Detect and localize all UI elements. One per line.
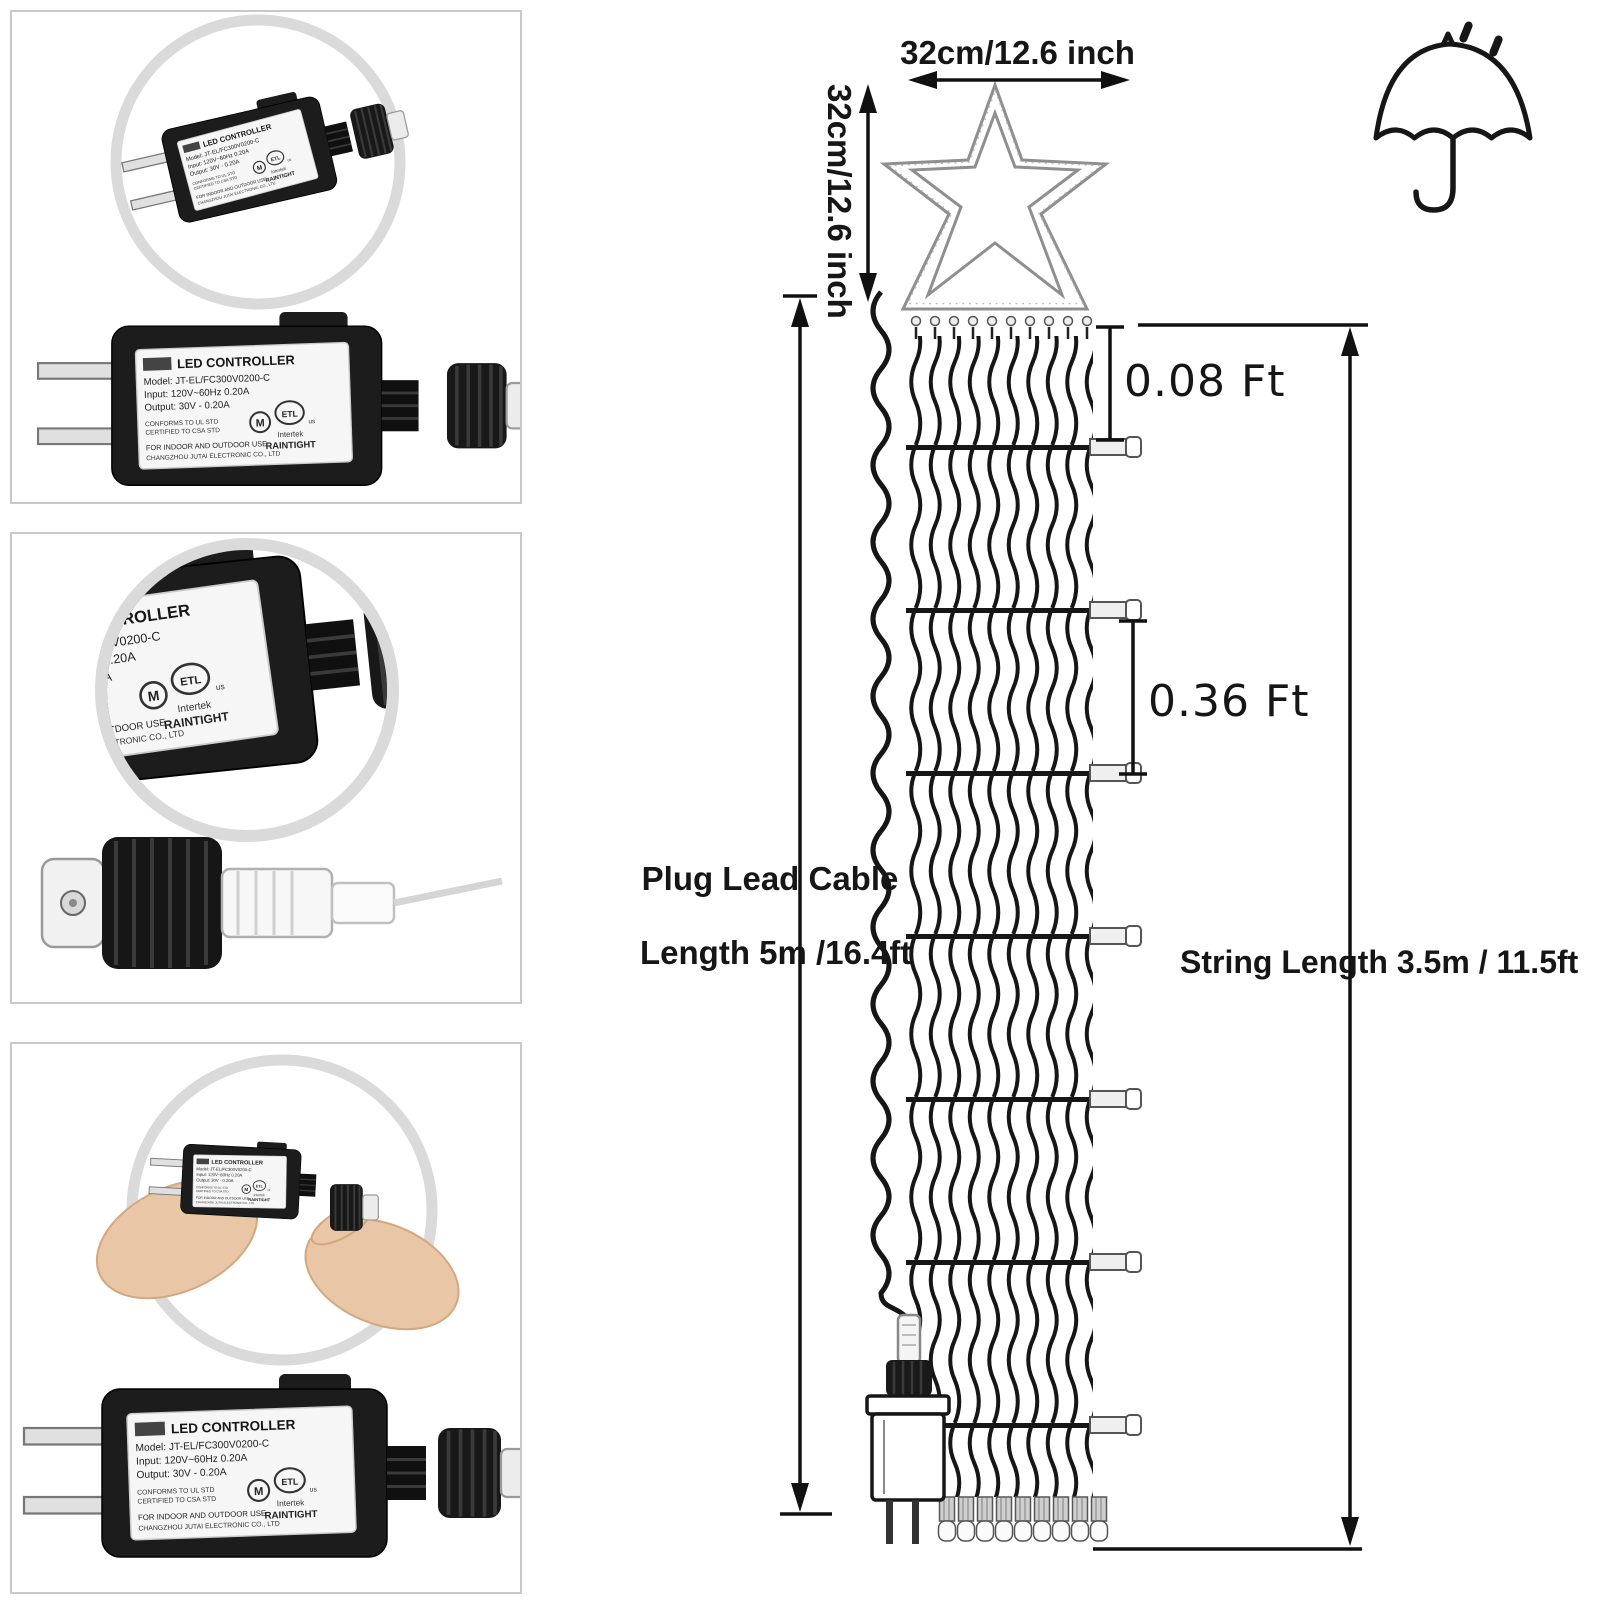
label-closeup-photo: [107, 550, 492, 810]
star-height-label: 32cm/12.6 inch: [821, 84, 858, 319]
first-drop-label: 0.08 Ft: [1124, 356, 1286, 407]
photo-box-hands-connecting: [10, 1042, 522, 1594]
row-spacing-label: 0.36 Ft: [1148, 676, 1310, 727]
lead-cable-label-line2: Length 5m /16.4ft: [640, 934, 912, 971]
photo-box-adapter-overview: [10, 10, 522, 504]
string-length-label: String Length 3.5m / 11.5ft: [1180, 944, 1579, 980]
adapter-photo-large: [22, 1372, 520, 1559]
star-base-bulbs: [910, 315, 1093, 339]
lead-cable: [870, 290, 907, 1318]
dimension-line-string-length: [1093, 323, 1368, 1551]
power-plug: [865, 1313, 951, 1544]
photo-box-connector-closeup: [10, 532, 522, 1004]
adapter-photo-detached: [36, 310, 520, 487]
dimension-line-lead-cable: [780, 294, 832, 1516]
star-width-label: 32cm/12.6 inch: [900, 34, 1135, 71]
lead-cable-label-line1: Plug Lead Cable: [641, 860, 899, 897]
star-topper: [879, 80, 1111, 311]
bracket-first-drop: [1096, 325, 1124, 442]
light-strings-curtain: [906, 336, 1093, 1497]
connector-tip-closeup: [40, 837, 503, 969]
arrow-star-height: [859, 84, 877, 302]
hands-photo: [95, 1135, 460, 1331]
arrow-star-width: [908, 71, 1130, 89]
umbrella-rain-icon: [1373, 21, 1533, 213]
bracket-row-spacing: [1119, 619, 1147, 776]
